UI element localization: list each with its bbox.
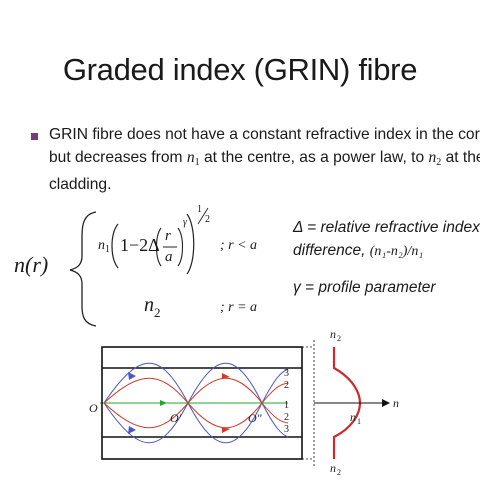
ray-3-arrowhead-upper bbox=[128, 372, 136, 380]
ray-label-bottom-3: 3 bbox=[284, 424, 289, 435]
ray-1-arrowhead bbox=[160, 400, 167, 406]
symbol-n1-base: n bbox=[186, 148, 195, 166]
gamma-exponent: γ bbox=[183, 217, 187, 228]
profile-label-n1-sub: 1 bbox=[357, 417, 361, 426]
ray-label-top-3: 3 bbox=[284, 368, 289, 379]
ray-2-arrowhead-lower bbox=[222, 427, 230, 433]
half-exponent-numerator: 1 bbox=[197, 204, 202, 215]
equation-lhs: n(r) bbox=[14, 252, 49, 277]
profile-label-n2-bottom-sub: 2 bbox=[337, 468, 341, 477]
profile-label-n2-top: n bbox=[330, 327, 336, 341]
case2-n2: n2 bbox=[144, 294, 161, 321]
label-O-double-prime: O" bbox=[248, 411, 263, 425]
outer-paren-left bbox=[111, 223, 119, 269]
fraction-denominator: a bbox=[165, 249, 173, 265]
case2-n-sub: 2 bbox=[154, 305, 161, 320]
symbol-n2-base: n bbox=[428, 148, 437, 166]
delta-difference-text: difference, bbox=[293, 242, 366, 259]
exponent-slash bbox=[197, 207, 209, 225]
case1-n1: n1 bbox=[98, 238, 110, 255]
case1-n-sub: 1 bbox=[105, 244, 110, 255]
case2-n-base: n bbox=[144, 294, 154, 316]
equation-left-brace bbox=[69, 211, 97, 327]
bullet-text-2a: but decreases from bbox=[49, 148, 187, 166]
case1-condition: ; r < a bbox=[220, 238, 258, 253]
profile-label-n2-bottom: n bbox=[330, 461, 336, 475]
ray-2-upper bbox=[103, 377, 289, 429]
symbol-n2-sub: 2 bbox=[436, 156, 442, 168]
symbol-n1-sub: 1 bbox=[194, 156, 200, 168]
ray-3-lower bbox=[103, 362, 289, 444]
inner-paren-right bbox=[177, 227, 184, 267]
slide-title: Graded index (GRIN) fibre bbox=[62, 52, 418, 87]
delta-definition: Δ = relative refractive index bbox=[293, 219, 480, 236]
bullet-text-2c: at the bbox=[445, 148, 480, 166]
label-O: O bbox=[89, 401, 98, 415]
profile-label-n1: n bbox=[350, 410, 356, 424]
label-O-prime: O' bbox=[170, 411, 182, 425]
profile-label-n2-top-sub: 2 bbox=[337, 334, 341, 343]
inner-paren-left bbox=[155, 227, 162, 267]
case2-condition: ; r = a bbox=[220, 300, 258, 315]
bullet-line-1: GRIN fibre does not have a constant refr… bbox=[49, 126, 480, 143]
bullet-text: GRIN fibre does not have a constant refr… bbox=[49, 124, 480, 197]
gamma-definition: γ = profile parameter bbox=[293, 279, 436, 296]
half-exponent-denominator: 2 bbox=[205, 214, 210, 225]
delta-expression: (n₁-n₂)/n₁ bbox=[369, 244, 424, 259]
profile-axis-arrowhead bbox=[382, 399, 390, 407]
bullet-square-icon bbox=[31, 133, 38, 140]
symbol-n1: n1 bbox=[186, 148, 200, 168]
delta-difference-label: difference, (n₁-n₂)/n₁ bbox=[293, 242, 423, 260]
ray-2-arrowhead-upper bbox=[222, 373, 230, 379]
bullet-line-2: but decreases from n1 at the centre, as … bbox=[49, 147, 480, 175]
bullet-line-3: cladding. bbox=[49, 176, 112, 193]
bullet-text-2b: at the centre, as a power law, to bbox=[199, 148, 429, 166]
ray-3-arrowhead-lower bbox=[128, 426, 136, 434]
ray-3-upper bbox=[103, 362, 289, 444]
outer-paren-right bbox=[186, 213, 195, 275]
ray-label-top-2: 2 bbox=[284, 380, 289, 391]
ray-label-1: 1 bbox=[284, 400, 289, 411]
symbol-n2: n2 bbox=[428, 148, 442, 168]
fraction-numerator: r bbox=[165, 228, 171, 244]
case1-expression: 1−2Δ bbox=[120, 235, 160, 255]
ray-label-bottom-2: 2 bbox=[284, 412, 289, 423]
case1-n-base: n bbox=[98, 238, 105, 253]
ray-2-lower bbox=[103, 377, 289, 429]
profile-axis-label: n bbox=[393, 396, 399, 410]
